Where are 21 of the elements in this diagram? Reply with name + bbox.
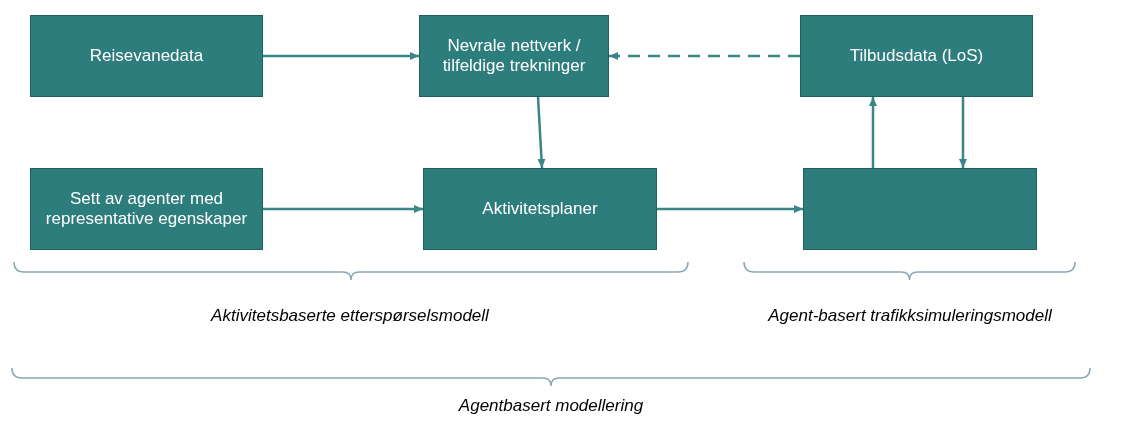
process-box [800, 15, 1033, 97]
process-box [803, 168, 1037, 250]
process-box [30, 15, 263, 97]
process-box [419, 15, 609, 97]
arrow [657, 205, 803, 213]
arrow [609, 52, 800, 60]
box-label: Sett av agenter med representative egenskaper [44, 188, 249, 230]
process-box [30, 168, 263, 250]
arrow [536, 96, 546, 169]
bracket-label: Agent-basert trafikksimuleringsmodell [768, 306, 1052, 326]
bracket-label: Agentbasert modellering [458, 396, 644, 416]
box-label: Aktivitetsplaner [482, 198, 598, 220]
box-label: Tilbudsdata (LoS) [849, 45, 984, 67]
box-label: Reisevanedata [89, 45, 204, 67]
arrow [869, 97, 877, 168]
bracket-label: Aktivitetsbaserte etterspørselsmodell [211, 306, 489, 326]
arrow [959, 97, 967, 168]
arrow [263, 205, 423, 213]
arrow [263, 52, 419, 60]
process-box [423, 168, 657, 250]
box-label: Nevrale nettverk / tilfeldige trekninger [441, 35, 587, 77]
